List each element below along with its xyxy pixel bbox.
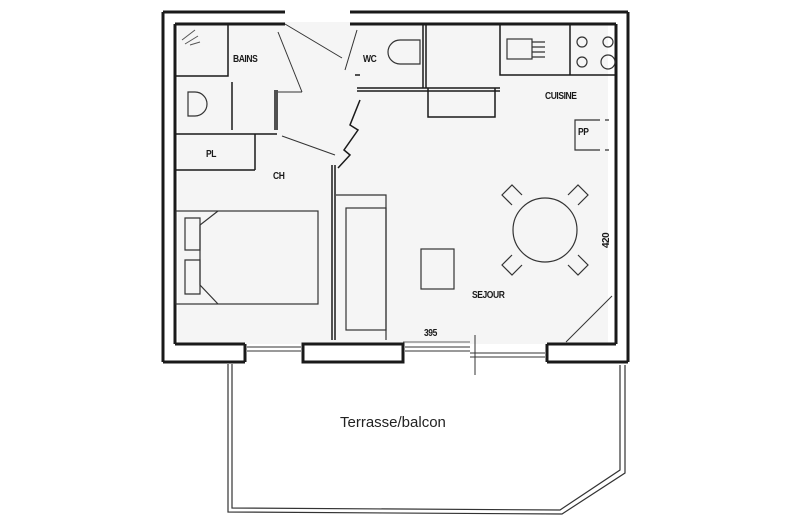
coffee-table-icon [420,248,455,290]
shower-icon [181,29,201,46]
room-label-bains: BAINS [233,54,258,65]
floor-area [178,22,608,344]
cooktop-icon [576,36,616,70]
room-label-sejour: SEJOUR [472,290,505,301]
room-label-wc: WC [363,54,377,65]
dimension-width: 395 [424,328,437,339]
room-label-pp: PP [578,127,589,138]
washbasin-icon [187,91,208,117]
bed-icon [175,210,319,305]
dining-table-icon [501,184,589,276]
sink-icon [506,38,545,60]
terrace-outline [227,364,626,515]
windows [247,335,545,375]
corner-cabinet [565,295,613,343]
interior-walls [175,24,616,340]
terrace-label: Terrasse/balcon [340,414,446,431]
exterior-walls [161,10,630,364]
cupboard-pp [574,119,612,151]
dimension-height: 420 [601,232,612,248]
doors [277,23,361,169]
room-label-pl: PL [206,149,217,160]
toilet-icon [387,39,421,65]
room-label-ch: CH [273,171,285,182]
sofa-icon [336,194,387,340]
room-label-cuisine: CUISINE [545,91,577,102]
